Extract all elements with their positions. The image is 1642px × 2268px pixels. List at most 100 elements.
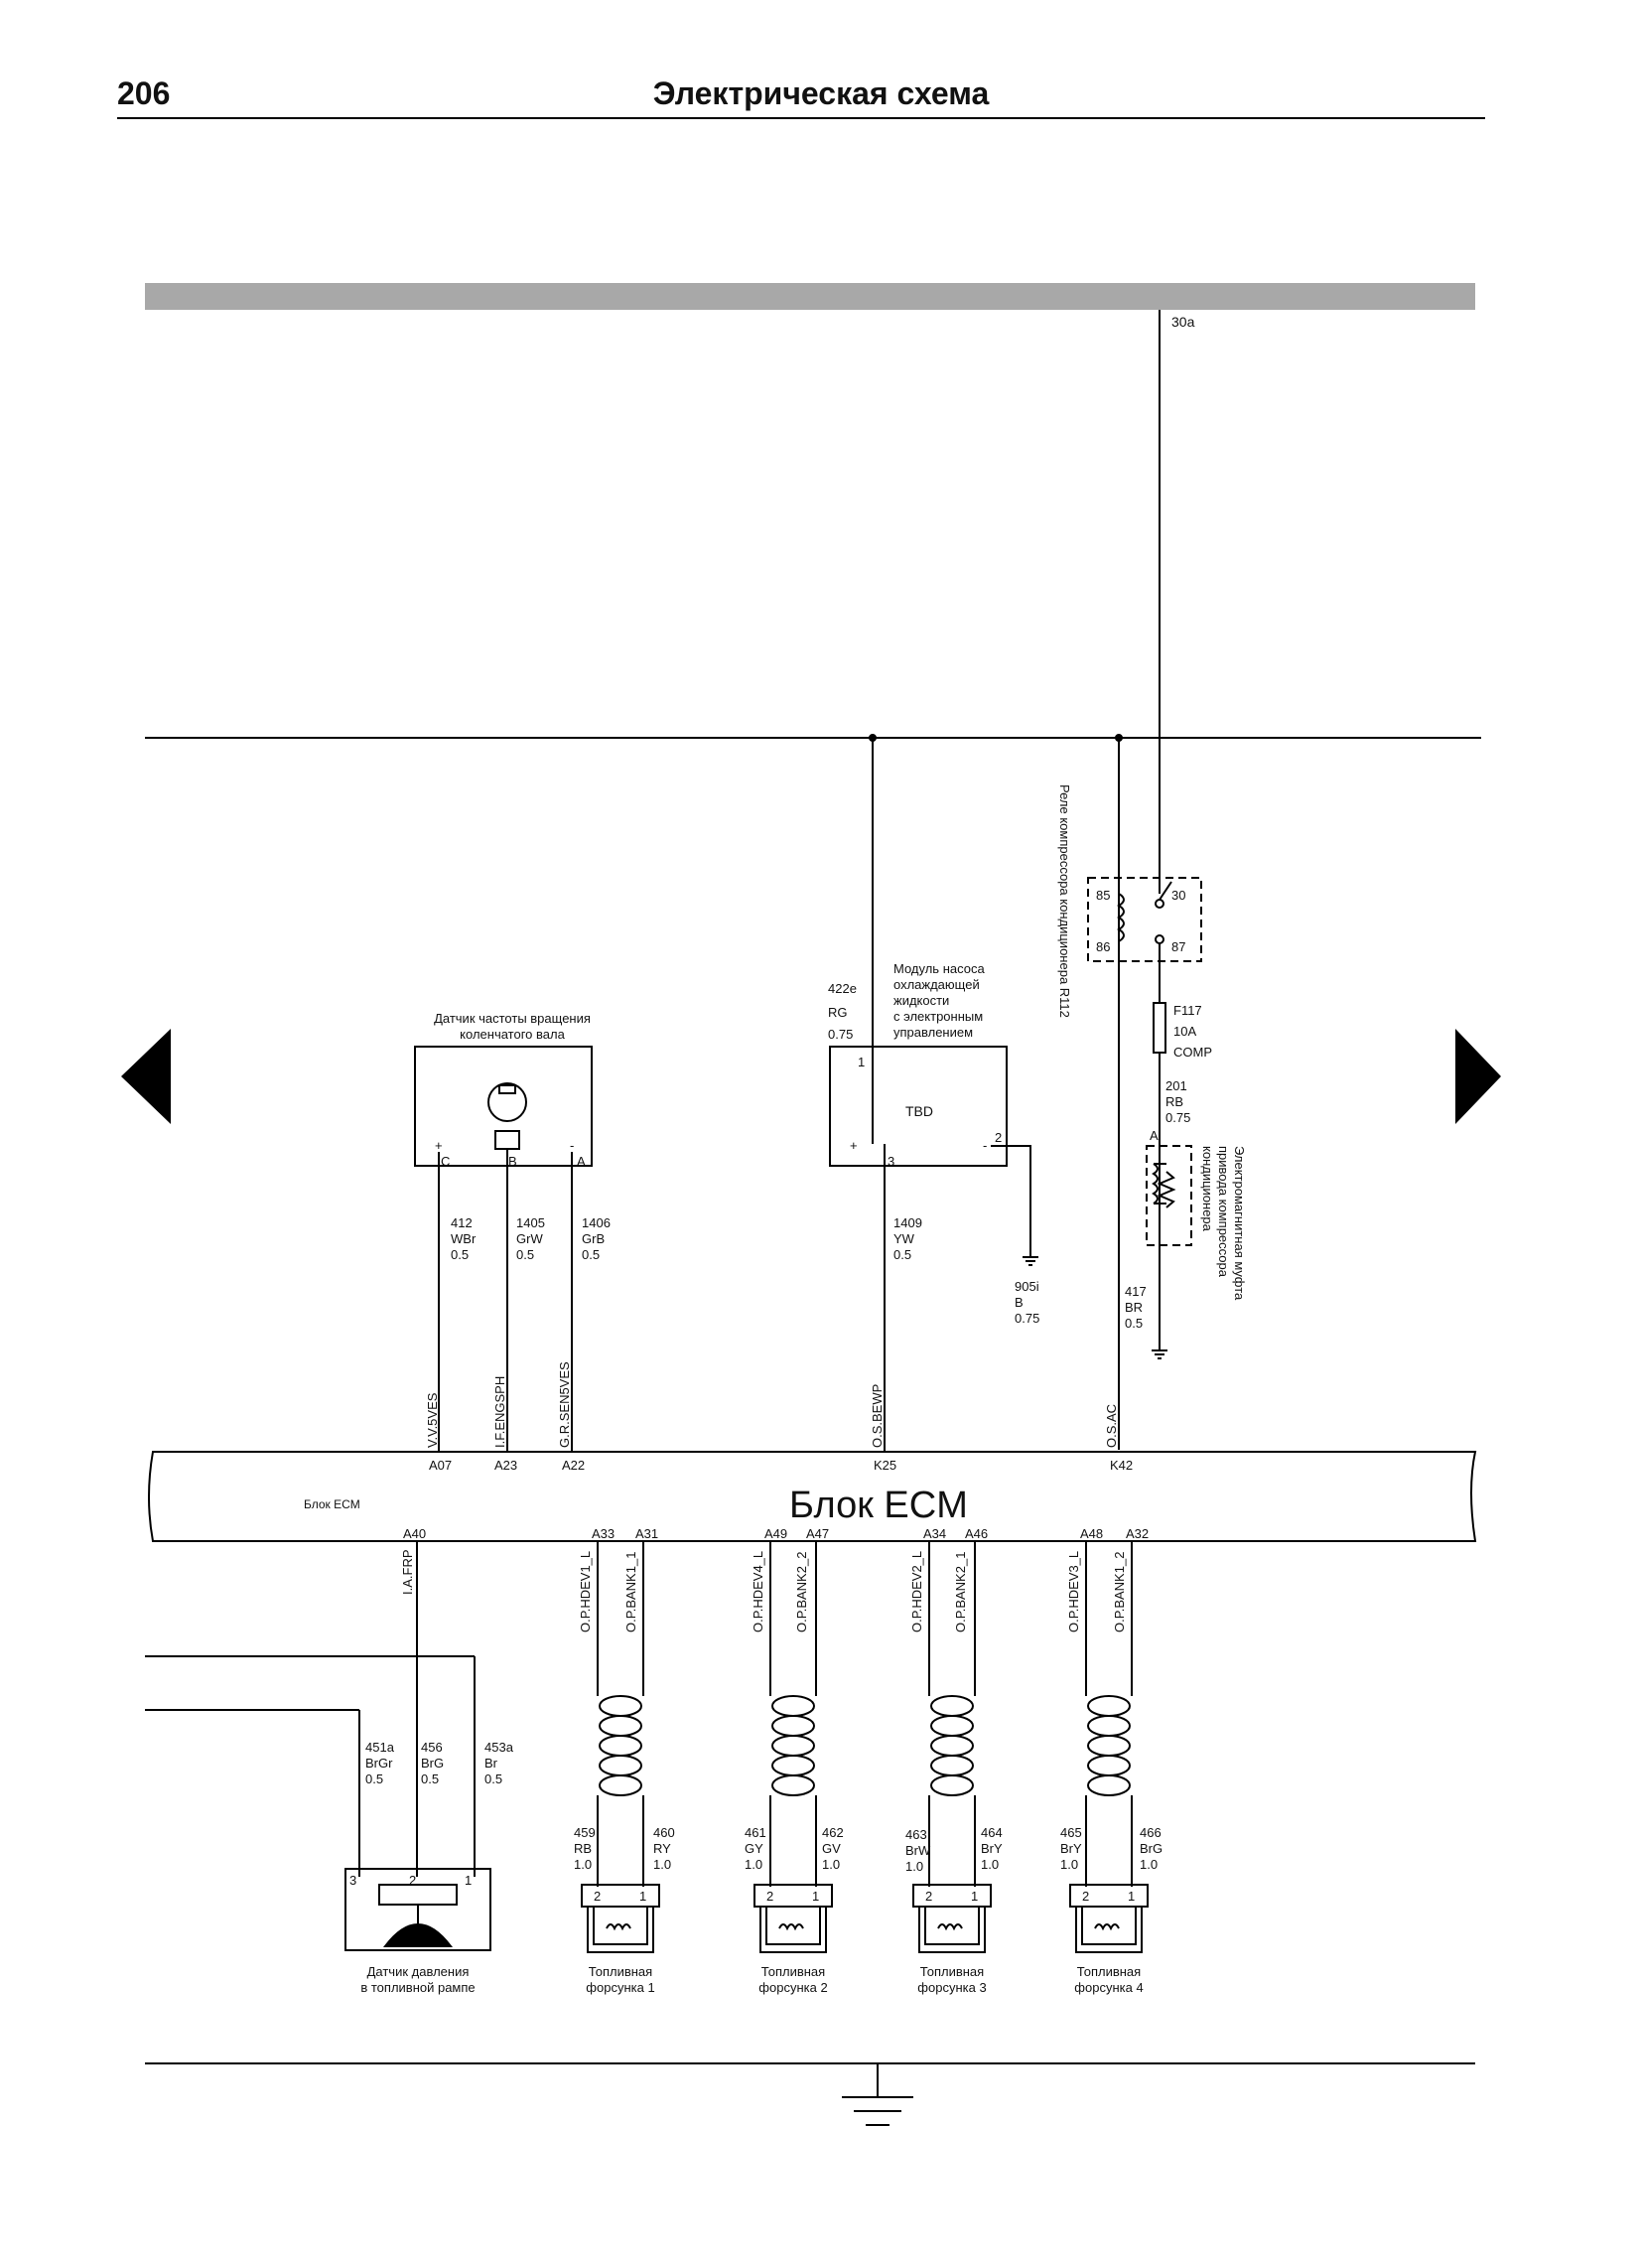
injector-2-title-1: Топливная [761,1964,825,1979]
crank-title-2: коленчатого вала [460,1027,565,1042]
pump-title-3: жидкости [893,993,949,1008]
ecm-bottom-pin: A46 [965,1526,988,1541]
wire-1409-id: 1409 [893,1215,922,1230]
wire-1406-size: 0.5 [582,1247,600,1262]
wire-1405-color: GrW [516,1231,543,1246]
wire-905i-id: 905i [1015,1279,1039,1294]
relay-pin-85: 85 [1096,888,1110,903]
ecm-top-signal: G.R.SEN5VES [557,1361,572,1448]
sensor-symbol [498,1084,516,1094]
wire-466-size: 1.0 [1140,1857,1158,1872]
next-page-arrow[interactable] [1455,1029,1501,1124]
crank-sensor-box [414,1046,593,1167]
injector-1-wiring [597,1541,644,1887]
wire-463-color: BrW [905,1843,931,1858]
relay-coil [1117,893,1125,942]
ecm-bottom-signal: O.P.HDEV2_L [909,1551,924,1632]
ecm-top-signal: V.V.5VES [425,1392,440,1448]
page-title: Электрическая схема [652,75,990,111]
wire-463-size: 1.0 [905,1859,923,1874]
ground-symbol [1023,1256,1038,1266]
triangle-left-icon [121,1029,171,1124]
ground-symbol [1152,1349,1167,1359]
rail-pin-1: 1 [465,1873,472,1888]
clutch-title-2: привода компрессора [1216,1146,1231,1278]
ecm-small-label: Блок ECM [304,1497,360,1511]
wire-460-color: RY [653,1841,671,1856]
wire-459-size: 1.0 [574,1857,592,1872]
wire-422e-id: 422e [828,981,857,996]
injector-3-pin-1: 1 [971,1889,978,1904]
power-bus [145,283,1475,310]
wire-1409-color: YW [893,1231,915,1246]
wire-417-color: BR [1125,1300,1143,1315]
wire-417-size: 0.5 [1125,1316,1143,1331]
injector-2 [753,1884,833,1953]
wire-459-color: RB [574,1841,592,1856]
rail-sensor-element [378,1884,458,1906]
pump-center-label: TBD [905,1103,933,1119]
wire-412-size: 0.5 [451,1247,469,1262]
injector-2-title-2: форсунка 2 [758,1980,827,1995]
rail-pin-2: 2 [409,1873,416,1888]
wire-466-color: BrG [1140,1841,1163,1856]
clutch-box [1146,1145,1192,1246]
wire-462-id: 462 [822,1825,844,1840]
wire-456-color: BrG [421,1756,444,1771]
wire-422e-color: RG [828,1005,848,1020]
injector-3-pin-2: 2 [925,1889,932,1904]
pump-title-2: охлаждающей [893,977,980,992]
main-ground-symbol [842,2063,913,2126]
wire-460-size: 1.0 [653,1857,671,1872]
clutch-resistor [1157,1171,1176,1208]
wire-201-size: 0.75 [1165,1110,1190,1125]
wire-1409-size: 0.5 [893,1247,911,1262]
ecm-title: Блок ECM [789,1485,968,1526]
injector-4-title-2: форсунка 4 [1074,1980,1143,1995]
wire-456-size: 0.5 [421,1772,439,1786]
rail-sensor-title-2: в топливной рампе [360,1980,475,1995]
injector-2-wiring [769,1541,817,1887]
ecm-bottom-pin: A48 [1080,1526,1103,1541]
pump-title-4: с электронным [893,1009,983,1024]
crank-pin-c: C [441,1154,450,1169]
wire-422e-size: 0.75 [828,1027,853,1042]
ecm-top-pin: K25 [874,1458,896,1473]
injector-1 [581,1884,660,1953]
wire-453a-color: Br [484,1756,498,1771]
wire-417-id: 417 [1125,1284,1147,1299]
wire-905i-size: 0.75 [1015,1311,1039,1326]
wire-412-color: WBr [451,1231,477,1246]
ecm-bottom-signal: O.P.BANK1_2 [1112,1552,1127,1632]
injector-4-pin-1: 1 [1128,1889,1135,1904]
wire-451a-size: 0.5 [365,1772,383,1786]
clutch-title-3: кондиционера [1200,1146,1215,1232]
prev-page-arrow[interactable] [121,1029,171,1124]
relay-switch [1159,881,1172,901]
injector-1-title-2: форсунка 1 [586,1980,654,1995]
ecm-bottom-signal: I.A.FRP [400,1549,415,1595]
injector-2-pin-1: 1 [812,1889,819,1904]
wire-905i [991,1145,1031,1257]
bus-terminal-label: 30a [1171,314,1195,330]
rail-sensor-title-1: Датчик давления [367,1964,470,1979]
injector-4-title-1: Топливная [1077,1964,1141,1979]
pump-module-box [829,1046,1008,1167]
ecm-bottom-pin: A34 [923,1526,946,1541]
wire-465-color: BrY [1060,1841,1082,1856]
wire-464-id: 464 [981,1825,1003,1840]
pump-minus: - [983,1138,987,1153]
injector-4-pin-2: 2 [1082,1889,1089,1904]
injector-3-wiring [928,1541,976,1887]
page-number: 206 [117,75,171,111]
ecm-bottom-pin: A32 [1126,1526,1149,1541]
rail-sensor-box [344,1868,491,1951]
ecm-bottom-pin: A40 [403,1526,426,1541]
injector-1-pin-1: 1 [639,1889,646,1904]
wire-465-id: 465 [1060,1825,1082,1840]
clutch-title-1: Электромагнитная муфта [1232,1146,1247,1301]
wire-412-id: 412 [451,1215,473,1230]
ecm-top-signal: I.F.ENGSPH [492,1376,507,1448]
ecm-bottom-signal: O.P.HDEV4_L [751,1551,765,1632]
